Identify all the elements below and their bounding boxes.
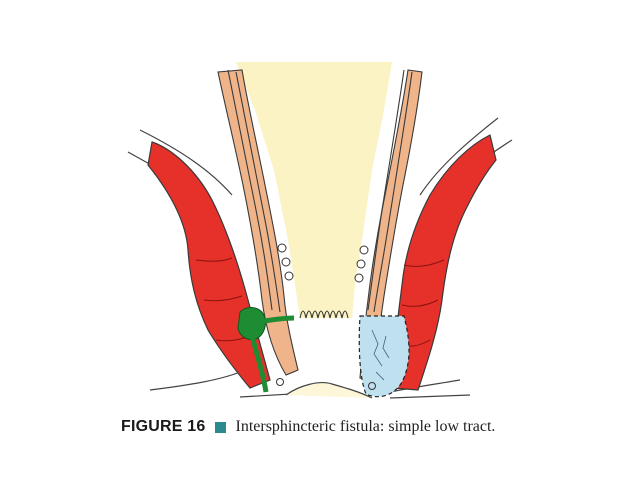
figure-caption: FIGURE 16 Intersphincteric fistula: simp… [121,418,495,436]
abscess-crack-lines [371,329,390,381]
anatomy-illustration [127,62,513,399]
lower-glands [276,378,376,390]
dentate-line-crypts [299,310,349,319]
intersphincteric-abscess [358,315,410,398]
figure-caption-text: Intersphincteric fistula: simple low tra… [235,418,496,435]
anal-canal-lumen [236,62,392,318]
anal-glands [277,243,369,283]
anal-verge [285,382,373,399]
fistula-tract [237,307,295,393]
intersphincteric-plane [227,69,413,313]
figure-label: FIGURE 16 [121,418,206,435]
square-bullet-icon [214,421,226,433]
